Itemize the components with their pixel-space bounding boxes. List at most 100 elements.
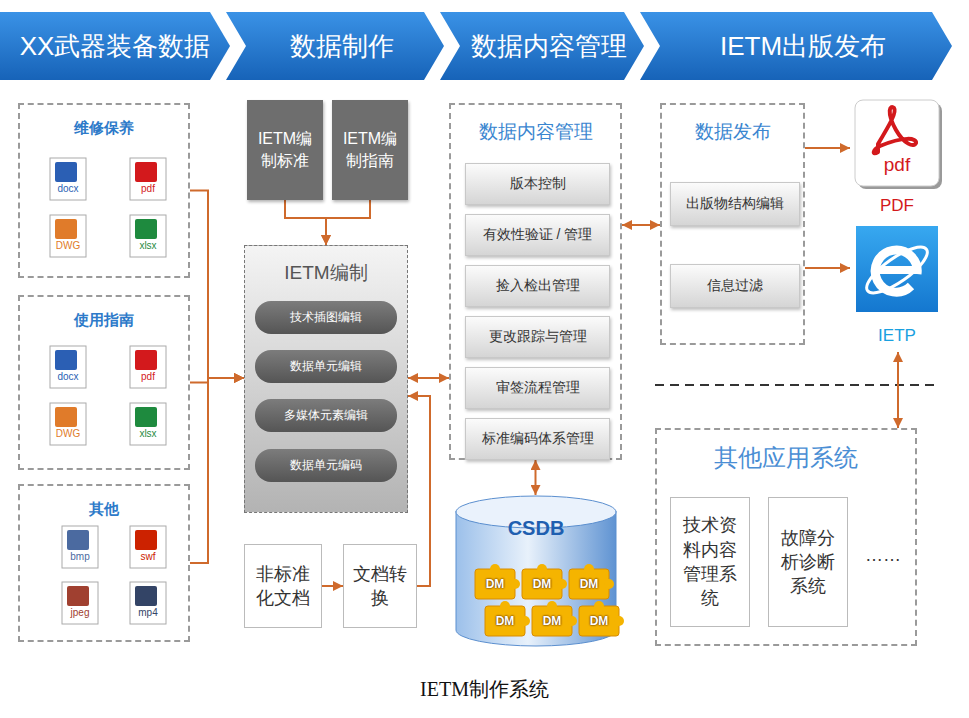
dash-box: 技术资料内容管理系统故障分析诊断系统 其他应用系统 [655, 428, 917, 646]
node-text: DM [580, 577, 599, 591]
icon-badge [55, 407, 77, 427]
connector [326, 200, 370, 245]
cyl-box: DMDMDMDMDMDMCSDB [455, 495, 617, 647]
node-text: IETM编制标准 [251, 128, 319, 171]
connector [897, 352, 899, 428]
pill-box: 数据单元编码 [255, 449, 397, 482]
node-text: 使用指南 [20, 311, 188, 330]
file-type-label: pdf [128, 371, 168, 382]
dash-box: 维修保养 [18, 103, 190, 278]
node-text: 非标准化文档 [249, 562, 317, 611]
plain-box: 非标准化文档 [244, 544, 322, 628]
node-text: 出版物结构编辑 [686, 195, 784, 213]
icon-badge [135, 530, 157, 550]
node-text: 有效性验证 / 管理 [483, 226, 593, 244]
file-type-label: xlsx [128, 428, 168, 439]
item-box: 审签流程管理 [465, 367, 610, 409]
node-text: 信息过滤 [707, 277, 763, 295]
icon-face [856, 226, 938, 312]
file-type-label: swf [128, 551, 168, 562]
file-type-label: mp4 [128, 607, 168, 618]
chevron-fill [226, 12, 444, 80]
node-text: 技术资料内容管理系统 [675, 513, 745, 610]
node-text: 捡入检出管理 [496, 277, 580, 295]
piece-knob [520, 616, 530, 626]
node-text: 更改跟踪与管理 [489, 328, 587, 346]
cylinder-body [456, 511, 616, 646]
ie-icon [850, 226, 946, 314]
node-text: 故障分析诊断系统 [773, 526, 843, 599]
node-text: 数据发布 [662, 119, 803, 145]
piece-knob [537, 564, 547, 574]
icon-badge [55, 219, 77, 239]
file-type-label: bmp [60, 551, 100, 562]
dm-box: DM [531, 605, 573, 637]
item-box: 版本控制 [465, 163, 610, 205]
chevron-fill [440, 12, 644, 80]
node-text: 维修保养 [20, 119, 188, 138]
node-text: 标准编码体系管理 [482, 430, 594, 448]
node-text: 数据制作 [290, 29, 394, 64]
icon-badge [55, 162, 77, 182]
node-text: IETM编制 [245, 260, 407, 286]
node-text: PDF [850, 196, 944, 216]
item-box: 更改跟踪与管理 [465, 316, 610, 358]
node-text: DM [543, 614, 562, 628]
dm-box: DM [521, 568, 563, 600]
pdf-icon [850, 98, 946, 190]
sys-box: 故障分析诊断系统 [768, 497, 848, 627]
node-text: 多媒体元素编辑 [284, 407, 368, 424]
connector [622, 224, 660, 226]
node-text: DM [486, 577, 505, 591]
icon-badge [135, 350, 157, 370]
connector [190, 378, 244, 563]
node-text: pdf [850, 154, 944, 176]
icon-badge [135, 162, 157, 182]
chev-box: 数据内容管理 [440, 12, 644, 80]
pill-box: 技术插图编辑 [255, 301, 397, 334]
chevron-fill [640, 12, 952, 80]
dash-box: 版本控制有效性验证 / 管理捡入检出管理更改跟踪与管理审签流程管理标准编码体系管… [449, 103, 622, 460]
node-text: 其他 [20, 500, 188, 519]
file-type-label: DWG [48, 428, 88, 439]
ie-box: IETP [850, 226, 946, 352]
icon-badge [135, 219, 157, 239]
file-type-label: docx [48, 371, 88, 382]
connector [190, 191, 244, 379]
node-text: IETM出版发布 [720, 29, 886, 64]
node-text: 数据内容管理 [451, 119, 620, 145]
big-box: 技术插图编辑数据单元编辑多媒体元素编辑数据单元编码 IETM编制 [244, 245, 408, 513]
item-box: 捡入检出管理 [465, 265, 610, 307]
piece-knob [567, 616, 577, 626]
node-text: IETM编制指南 [336, 128, 404, 171]
file-type-label: docx [48, 183, 88, 194]
acrobat-logo [874, 107, 916, 153]
icon-badge [67, 586, 89, 606]
node-text: DM [590, 614, 609, 628]
piece-knob [557, 579, 567, 589]
piece-knob [500, 601, 510, 611]
node-text: 审签流程管理 [496, 379, 580, 397]
pill-box: 数据单元编辑 [255, 350, 397, 383]
chev-box: 数据制作 [226, 12, 444, 80]
chev-box: IETM出版发布 [640, 12, 952, 80]
piece-knob [614, 616, 624, 626]
dm-box: DM [474, 568, 516, 600]
icon-badge [55, 350, 77, 370]
dm-box: DM [484, 605, 526, 637]
caption: IETM制作系统 [0, 676, 969, 703]
icon-badge [135, 407, 157, 427]
item-box: 信息过滤 [670, 264, 800, 308]
file-type-label: xlsx [128, 240, 168, 251]
dark-box: IETM编制指南 [332, 100, 408, 200]
node-text: 数据单元编码 [290, 457, 362, 474]
dm-box: DM [578, 605, 620, 637]
connector [285, 200, 326, 245]
piece-knob [584, 564, 594, 574]
file-type-label: jpeg [60, 607, 100, 618]
dash-box: 使用指南 [18, 295, 190, 470]
node-text: 其他应用系统 [657, 442, 915, 474]
plain-box: 文档转换 [343, 544, 417, 628]
node-text: 文档转换 [348, 562, 412, 611]
